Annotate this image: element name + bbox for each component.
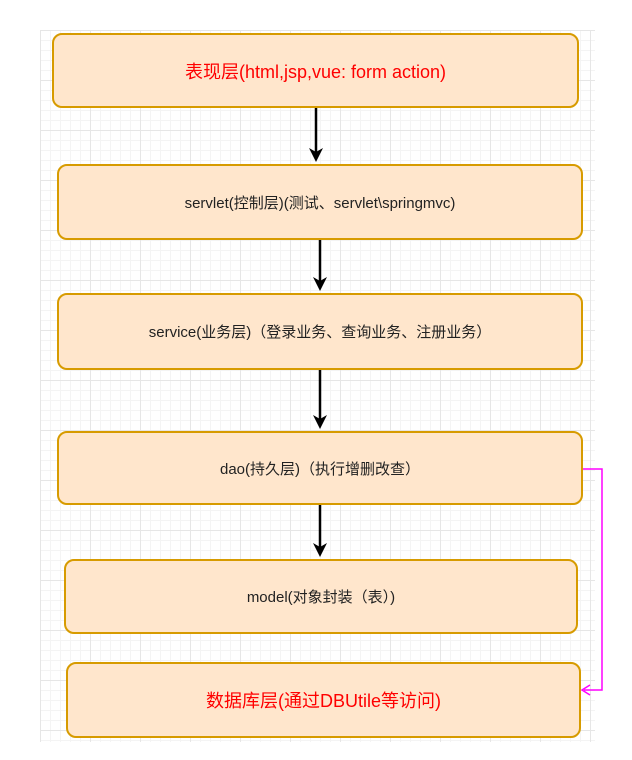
edge-presentation-servlet[interactable] [309,108,323,162]
node-database-layer[interactable]: 数据库层(通过DBUtile等访问) [66,662,581,738]
node-service-layer[interactable]: service(业务层)（登录业务、查询业务、注册业务） [57,293,583,370]
node-label: servlet(控制层)(测试、servlet\springmvc) [184,194,456,212]
edge-service-dao[interactable] [313,370,327,429]
node-label: 表现层(html,jsp,vue: form action) [184,61,447,82]
node-model-layer[interactable]: model(对象封装（表）) [64,559,578,634]
node-label: dao(持久层)（执行增删改查） [219,460,421,478]
edge-dao-model[interactable] [313,505,327,557]
node-dao-layer[interactable]: dao(持久层)（执行增删改查） [57,431,583,505]
node-label: 数据库层(通过DBUtile等访问) [205,691,441,711]
edge-servlet-service[interactable] [313,240,327,291]
node-label: model(对象封装（表）) [246,589,396,606]
node-label: service(业务层)（登录业务、查询业务、注册业务） [148,324,492,341]
node-servlet-layer[interactable]: servlet(控制层)(测试、servlet\springmvc) [57,164,583,240]
edge-dao-database[interactable] [580,468,603,696]
node-presentation-layer[interactable]: 表现层(html,jsp,vue: form action) [52,33,579,108]
